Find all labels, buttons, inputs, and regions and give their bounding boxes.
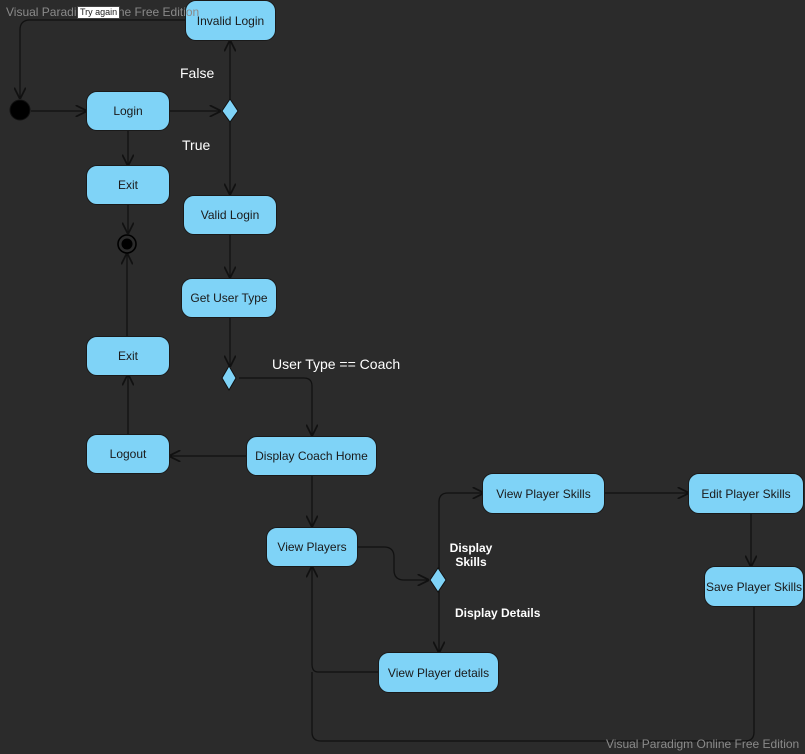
try-again-label: Try again	[77, 6, 121, 19]
node-save-player-skills[interactable]: Save Player Skills	[704, 566, 804, 607]
decision-user-type	[221, 365, 237, 391]
node-exit-bottom[interactable]: Exit	[86, 336, 170, 376]
node-view-players[interactable]: View Players	[266, 527, 358, 567]
node-view-player-details[interactable]: View Player details	[378, 652, 499, 693]
initial-node	[9, 99, 31, 121]
node-view-player-skills[interactable]: View Player Skills	[482, 473, 605, 514]
final-node	[117, 234, 137, 254]
guard-display-details: Display Details	[455, 606, 541, 620]
node-valid-login[interactable]: Valid Login	[183, 195, 277, 235]
node-logout[interactable]: Logout	[86, 434, 170, 474]
decision-view-option	[429, 567, 447, 593]
guard-false: False	[180, 65, 215, 81]
edge-decision-to-view-skills	[438, 493, 483, 569]
edge-view-details-to-view-players	[312, 567, 379, 673]
edge-invalid-login-to-start	[20, 19, 186, 98]
edge-decision-to-coach-home	[239, 377, 312, 435]
node-exit-top[interactable]: Exit	[86, 165, 170, 205]
node-edit-player-skills[interactable]: Edit Player Skills	[688, 473, 804, 514]
node-login[interactable]: Login	[86, 91, 170, 131]
watermark-bottom: Visual Paradigm Online Free Edition	[606, 737, 800, 751]
guard-true: True	[182, 137, 211, 153]
edge-view-players-to-decision	[357, 546, 428, 580]
guard-user-type-coach: User Type == Coach	[272, 356, 401, 372]
decision-login	[221, 98, 239, 123]
node-get-user-type[interactable]: Get User Type	[181, 278, 277, 318]
node-display-coach-home[interactable]: Display Coach Home	[246, 436, 377, 476]
edge-save-skills-to-view-players	[311, 606, 755, 742]
node-invalid-login[interactable]: Invalid Login	[185, 0, 276, 41]
